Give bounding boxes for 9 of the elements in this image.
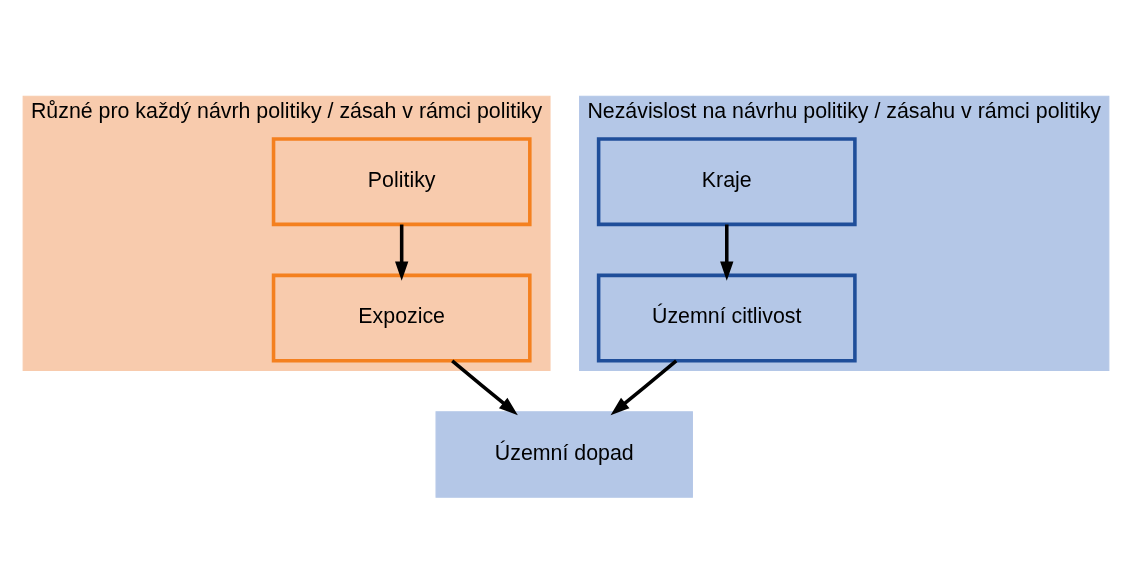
arrow bbox=[720, 224, 734, 281]
node-box: Kraje bbox=[596, 136, 857, 226]
node-box: Územní dopad bbox=[435, 410, 693, 498]
node-box: Politiky bbox=[271, 136, 532, 226]
node-box: Územní citlivost bbox=[596, 273, 857, 363]
arrow bbox=[395, 224, 409, 281]
node-box: Expozice bbox=[271, 273, 532, 363]
arrow bbox=[610, 359, 678, 415]
arrow bbox=[451, 359, 518, 415]
